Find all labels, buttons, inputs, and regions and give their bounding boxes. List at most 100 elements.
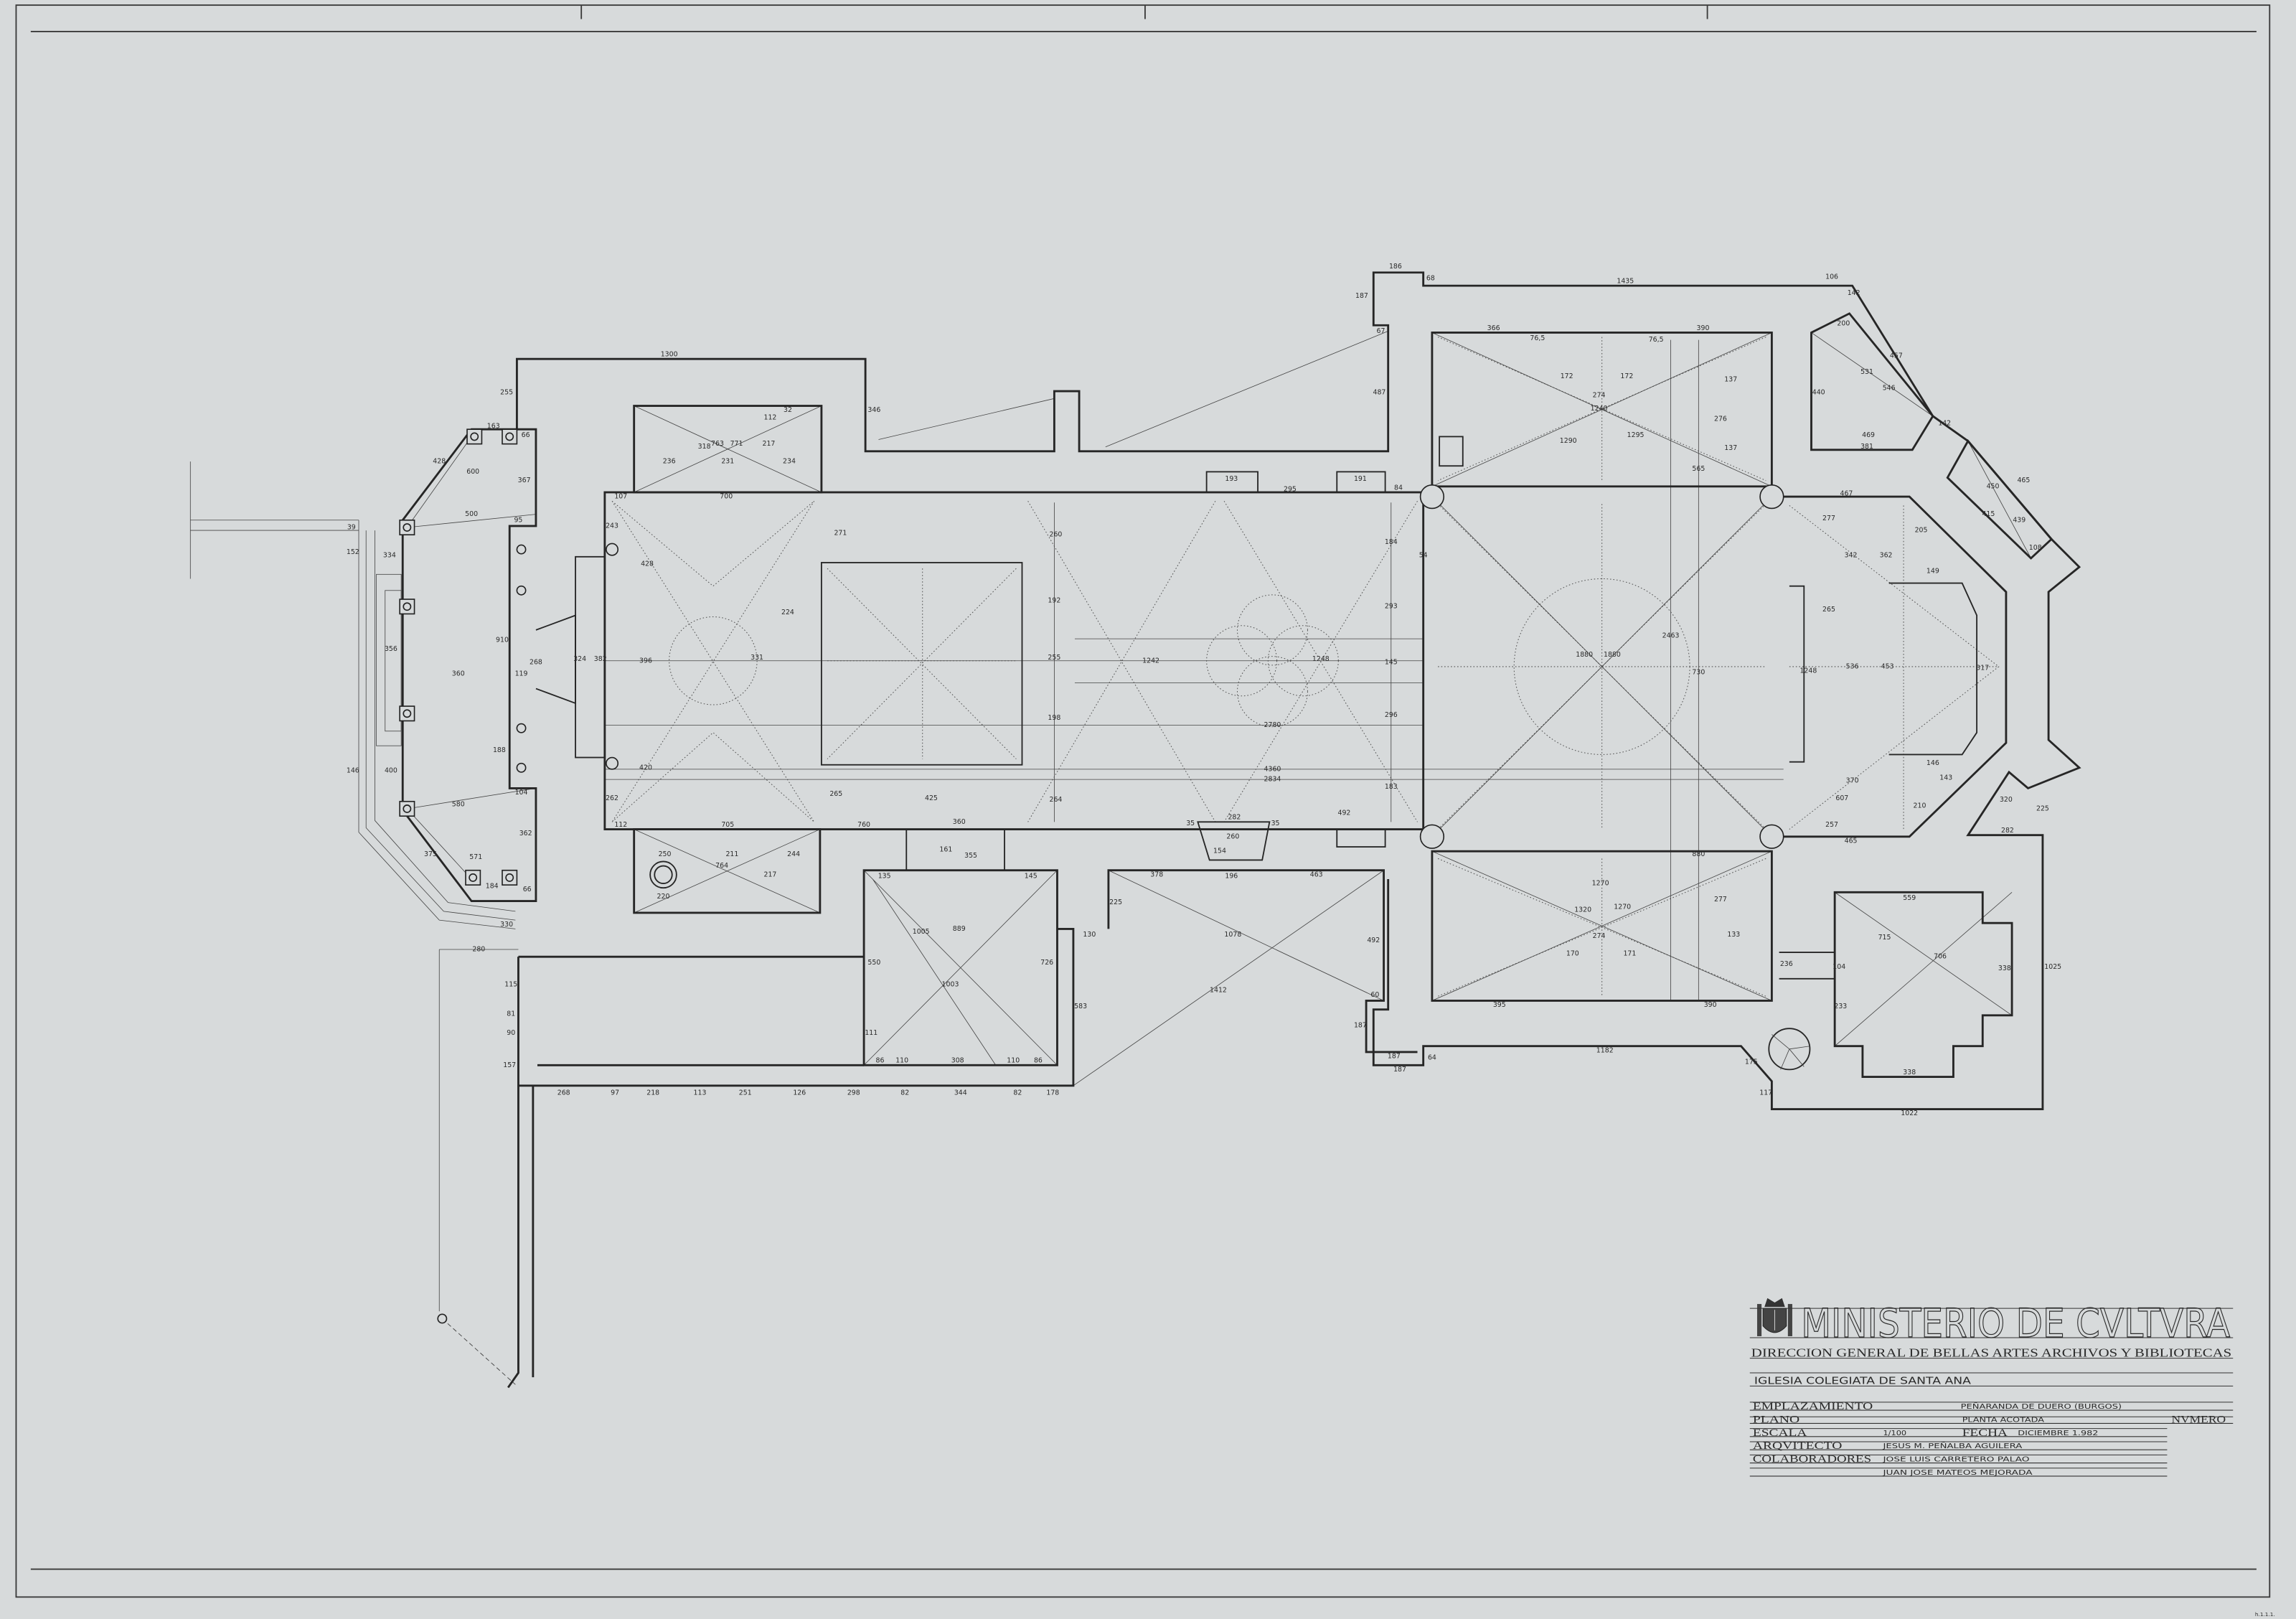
architect-value: JESUS M. PEÑALBA AGUILERA (1882, 1441, 2023, 1450)
dimension-label: 330 (500, 921, 513, 929)
dimension-label: 39 (347, 523, 356, 531)
dimension-label: 255 (500, 389, 513, 397)
dimension-label: 243 (606, 522, 618, 530)
dimension-label: 1290 (1560, 437, 1577, 445)
dimension-label: 550 (867, 959, 880, 967)
number-label: NVMERO (2172, 1414, 2226, 1425)
dimension-label: 705 (721, 821, 734, 829)
dimension-label: 163 (487, 423, 500, 431)
dimension-label: 1078 (1224, 931, 1241, 939)
sheet-frame (15, 4, 2271, 1598)
dimension-label: 453 (1881, 662, 1894, 670)
dimension-label: 1270 (1614, 903, 1631, 911)
dimension-label: 342 (1845, 551, 1858, 559)
dimension-label: 198 (1048, 714, 1060, 722)
collaborators-label: COLABORADORES (1753, 1454, 1871, 1465)
dimension-label: 104 (1832, 963, 1845, 971)
dimension-label: 111 (865, 1029, 878, 1037)
dimension-label: 145 (1385, 658, 1398, 666)
dimension-label: 97 (611, 1089, 619, 1097)
dimension-label: 142 (1938, 420, 1951, 428)
dimension-label: 277 (1714, 896, 1727, 904)
dimension-label: 375 (424, 850, 437, 858)
dimension-label: 571 (469, 853, 482, 861)
spiral-stair (1768, 1028, 1811, 1071)
dimension-label: 1005 (913, 928, 930, 936)
ministry-title: MINISTERIO DE CVLTVRA (1801, 1300, 2230, 1346)
dimension-label: 706 (1934, 953, 1947, 961)
north-outer-wall (515, 271, 2081, 1110)
dimension-label: 296 (1385, 711, 1398, 719)
dimension-label: 726 (1040, 959, 1053, 967)
dimension-label: 469 (1862, 431, 1875, 439)
dimension-label: 318 (698, 443, 711, 451)
dimension-label: 580 (452, 800, 465, 808)
dimension-label: 95 (514, 516, 522, 524)
dimension-label: 465 (2017, 477, 2030, 484)
dimension-label: 231 (721, 458, 734, 466)
dimension-label: 67 (1377, 327, 1385, 335)
dimension-label: 32 (784, 406, 792, 414)
dimension-label: 382 (594, 655, 607, 663)
dimension-label: 255 (1048, 654, 1060, 662)
dimension-label: 217 (764, 870, 777, 878)
dimension-label: 196 (1225, 872, 1238, 880)
dimension-label: 1880 (1576, 651, 1593, 659)
dimension-label: 500 (465, 510, 478, 518)
dimension-label: 257 (1825, 821, 1838, 829)
dimension-label: 251 (739, 1089, 752, 1097)
dimension-label: 700 (720, 493, 733, 501)
dimension-label: 143 (1939, 774, 1952, 782)
dimension-label: 178 (1046, 1089, 1059, 1097)
apse-wall (1783, 495, 2008, 838)
dimension-label: 1022 (1901, 1109, 1918, 1117)
dimension-label: 1248 (1312, 655, 1330, 663)
dimension-label: 210 (1914, 802, 1926, 810)
dimension-label: 161 (939, 846, 952, 854)
dimension-label: 487 (1373, 389, 1385, 397)
walls (189, 271, 2081, 1389)
dimension-label: 531 (1860, 368, 1873, 376)
dimension-label: 184 (486, 883, 499, 891)
dimension-label: 187 (1393, 1066, 1406, 1074)
dimension-label: 225 (2036, 804, 2049, 812)
dimension-label: 268 (530, 658, 542, 666)
dimension-label: 492 (1367, 937, 1380, 944)
dimension-label: 250 (659, 850, 672, 858)
dimension-label: 90 (507, 1029, 515, 1037)
dimension-label: 133 (1727, 931, 1740, 939)
dimension-label: 1003 (942, 980, 959, 988)
dimension-label: 771 (730, 440, 743, 448)
coat-of-arms-icon (1756, 1297, 1792, 1336)
north-transept-wall (1431, 332, 1773, 488)
title-rows-lines (1749, 1402, 2234, 1477)
dimension-label: 113 (694, 1089, 707, 1097)
dimension-label: 187 (1355, 292, 1368, 300)
dimension-label: 260 (1049, 531, 1062, 539)
dimension-label: 1435 (1617, 277, 1634, 285)
dimension-label: 334 (383, 551, 396, 559)
dimension-label: 308 (951, 1057, 964, 1065)
dimension-label: 338 (1903, 1069, 1916, 1076)
dimension-label: 715 (1878, 934, 1891, 942)
dimension-label: 360 (953, 818, 966, 826)
dimension-label: 268 (557, 1089, 570, 1097)
dimension-label: 1412 (1210, 987, 1227, 995)
location-label: EMPLAZAMIENTO (1753, 1401, 1873, 1412)
dimension-label: 370 (1846, 777, 1859, 785)
dimension-label: 381 (1860, 443, 1873, 451)
dimension-label: 565 (1692, 465, 1705, 473)
dimension-label: 184 (1385, 538, 1398, 546)
dimension-label: 367 (518, 477, 531, 484)
dimension-label: 84 (1394, 484, 1403, 492)
architect-label: ARQVITECTO (1753, 1440, 1842, 1452)
dimension-label: 142 (1848, 289, 1860, 297)
dimension-label: 82 (1013, 1089, 1022, 1097)
dimension-label: 1248 (1799, 667, 1817, 675)
dimension-label: 274 (1593, 392, 1606, 400)
dimension-label: 112 (764, 413, 777, 421)
dimension-label: 217 (762, 440, 775, 448)
columns (399, 428, 1784, 1324)
dimension-label: 225 (1109, 898, 1122, 906)
